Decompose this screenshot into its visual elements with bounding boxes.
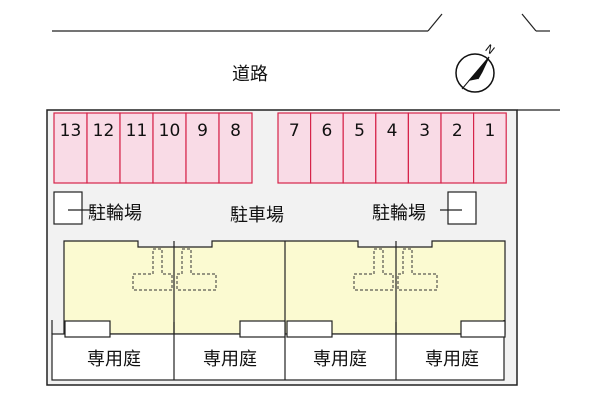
parking-space-number: 1 [484, 121, 496, 141]
parking-space [440, 112, 475, 184]
parking-space-number: 4 [386, 121, 398, 141]
parking-spaces-right [277, 112, 507, 184]
parking-space [473, 112, 507, 184]
parking-space-number: 5 [354, 121, 365, 141]
parking-space-number: 8 [230, 121, 241, 141]
bicycle-parking-left [53, 191, 90, 225]
parking-space-number: 12 [92, 121, 115, 141]
bicycle-parking-right [440, 191, 477, 225]
parking-space-number: 10 [158, 121, 181, 141]
parking-label: 駐車場 [230, 205, 284, 226]
garden-label-4: 専用庭 [425, 349, 479, 370]
road-label: 道路 [232, 64, 268, 85]
private-gardens [51, 320, 505, 381]
parking-space [86, 112, 121, 184]
parking-space [375, 112, 409, 184]
parking-space-number: 11 [125, 121, 148, 141]
parking-space [310, 112, 344, 184]
outdoor-unit-boxes [64, 320, 506, 338]
parking-space-number: 9 [197, 121, 208, 141]
parking-space-number: 6 [321, 121, 333, 141]
garden-label-3: 専用庭 [313, 349, 367, 370]
north-compass-icon [455, 53, 495, 93]
parking-space-number: 2 [451, 121, 463, 141]
road-lines [52, 13, 560, 111]
parking-space-number: 13 [59, 121, 82, 141]
parking-space [218, 112, 253, 184]
parking-space-number: 3 [419, 121, 431, 141]
bicycle-parking-left-label: 駐輪場 [88, 203, 142, 224]
parking-space [152, 112, 187, 184]
dashed-stair-outlines [132, 248, 438, 291]
compass-north-label: N [483, 42, 497, 57]
garden-label-2: 専用庭 [203, 349, 257, 370]
parking-spaces-left [53, 112, 253, 184]
parking-space-number: 7 [288, 121, 300, 141]
garden-label-1: 専用庭 [87, 349, 141, 370]
building [63, 240, 506, 335]
bicycle-parking-right-label: 駐輪場 [372, 203, 426, 224]
